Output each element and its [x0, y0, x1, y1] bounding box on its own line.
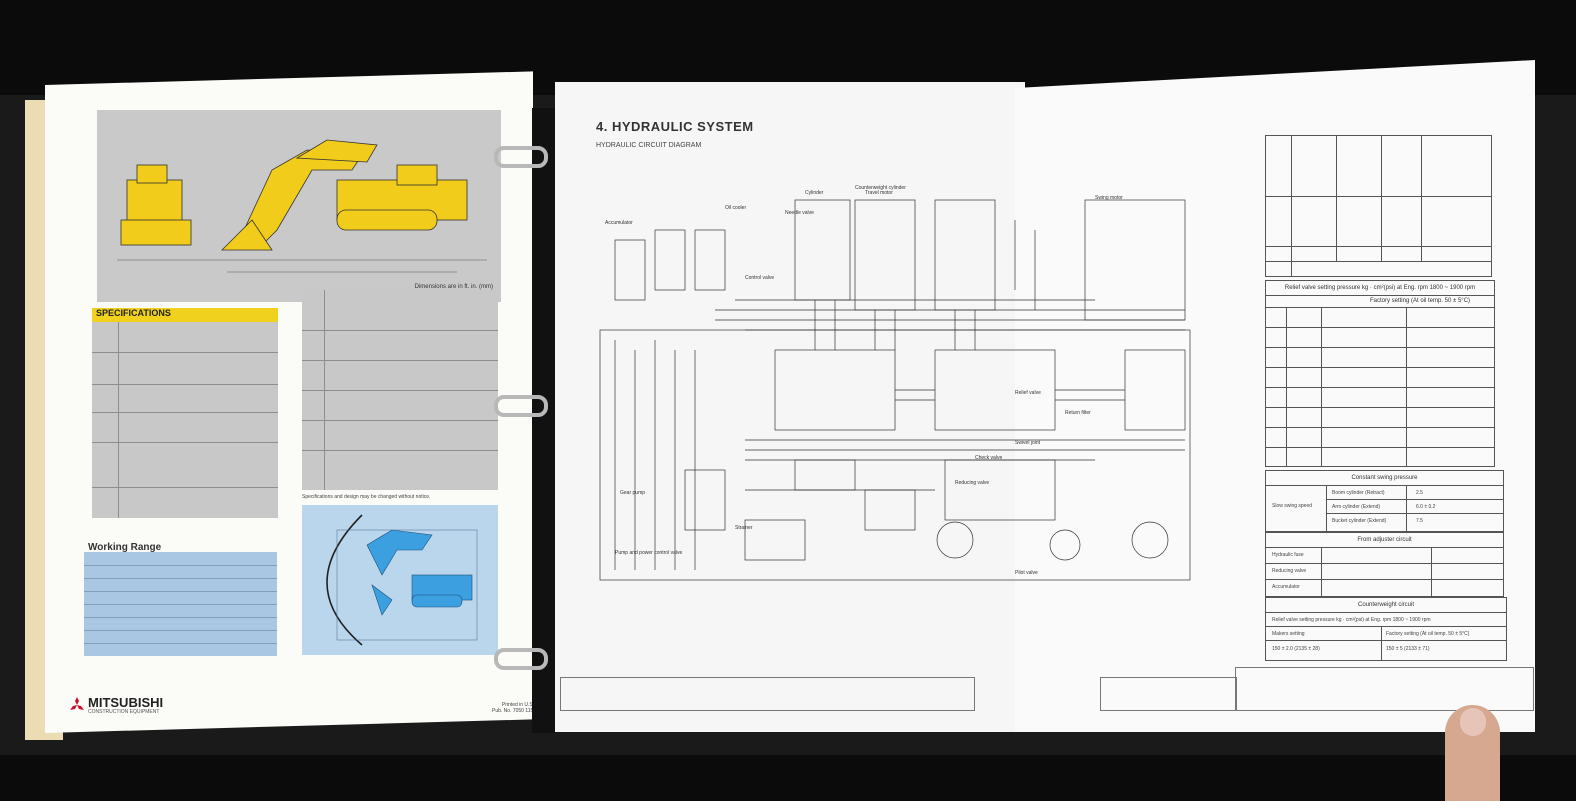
right-page [555, 82, 1025, 732]
diagram-label: Travel motor [865, 190, 893, 196]
diagram-label: Swivel joint [1015, 440, 1041, 446]
working-range-heading: Working Range [88, 542, 162, 553]
dimensions-caption: Dimensions are in ft. in. (mm) [414, 284, 493, 290]
mitsubishi-logo-icon [70, 697, 84, 711]
diagram-label: Check valve [975, 455, 1003, 461]
diagram-label: Oil cooler [725, 205, 747, 211]
section-title: 4. HYDRAULIC SYSTEM [596, 119, 754, 134]
binder-ring-top [494, 146, 548, 168]
specifications-table [92, 322, 278, 518]
working-range-table [84, 552, 277, 656]
swing-pressure-table: Constant swing pressure Slow swing speed… [1265, 470, 1504, 532]
brand-subtitle: CONSTRUCTION EQUIPMENT [88, 709, 160, 715]
diagram-subtitle: HYDRAULIC CIRCUIT DIAGRAM [596, 142, 702, 149]
diagram-label: Strainer [735, 525, 753, 531]
brand-logo: MITSUBISHI [88, 695, 164, 710]
pump-spec-table [1265, 135, 1492, 277]
binder-ring-middle [494, 395, 548, 417]
diagram-label: Swing motor [1095, 195, 1123, 201]
notes-box-center [1100, 677, 1237, 711]
diagram-label: Accumulator [605, 220, 633, 226]
specifications-note: Specifications and design may be changed… [302, 494, 431, 500]
counterweight-circuit-table: Counterweight circuit Relief valve setti… [1265, 597, 1507, 661]
footer-print: Printed in U.S.A. Pub. No. 7050 11571 [492, 702, 539, 714]
diagram-label: Counterweight cylinder [855, 185, 906, 191]
fingernail [1460, 708, 1486, 736]
diagram-label: Cylinder [805, 190, 824, 196]
binder-spine [532, 108, 558, 733]
foldout-page [1015, 60, 1535, 732]
notes-box-left [560, 677, 975, 711]
specifications-table-continued [302, 290, 498, 490]
diagram-label: Gear pump [620, 490, 646, 496]
adjuster-circuit-table: From adjuster circuit Hydraulic fuse Red… [1265, 532, 1504, 597]
diagram-label: Return filter [1065, 410, 1091, 416]
dimension-drawing-panel: Dimensions are in ft. in. (mm) [97, 110, 501, 302]
diagram-label: Reducing valve [955, 480, 990, 486]
specifications-heading: SPECIFICATIONS [92, 308, 278, 322]
diagram-label: Pump and power control valve [615, 550, 683, 556]
diagram-label: Control valve [745, 275, 775, 281]
binder-ring-bottom [494, 648, 548, 670]
excavator-side-view [117, 139, 487, 273]
diagram-label: Pilot valve [1015, 570, 1038, 576]
diagram-label: Needle valve [785, 210, 814, 216]
working-range-diagram [302, 505, 498, 655]
diagram-label: Relief valve [1015, 390, 1041, 396]
relief-valve-table: Relief valve setting pressure kg · cm²(p… [1265, 280, 1495, 467]
notes-box-right [1235, 667, 1534, 711]
